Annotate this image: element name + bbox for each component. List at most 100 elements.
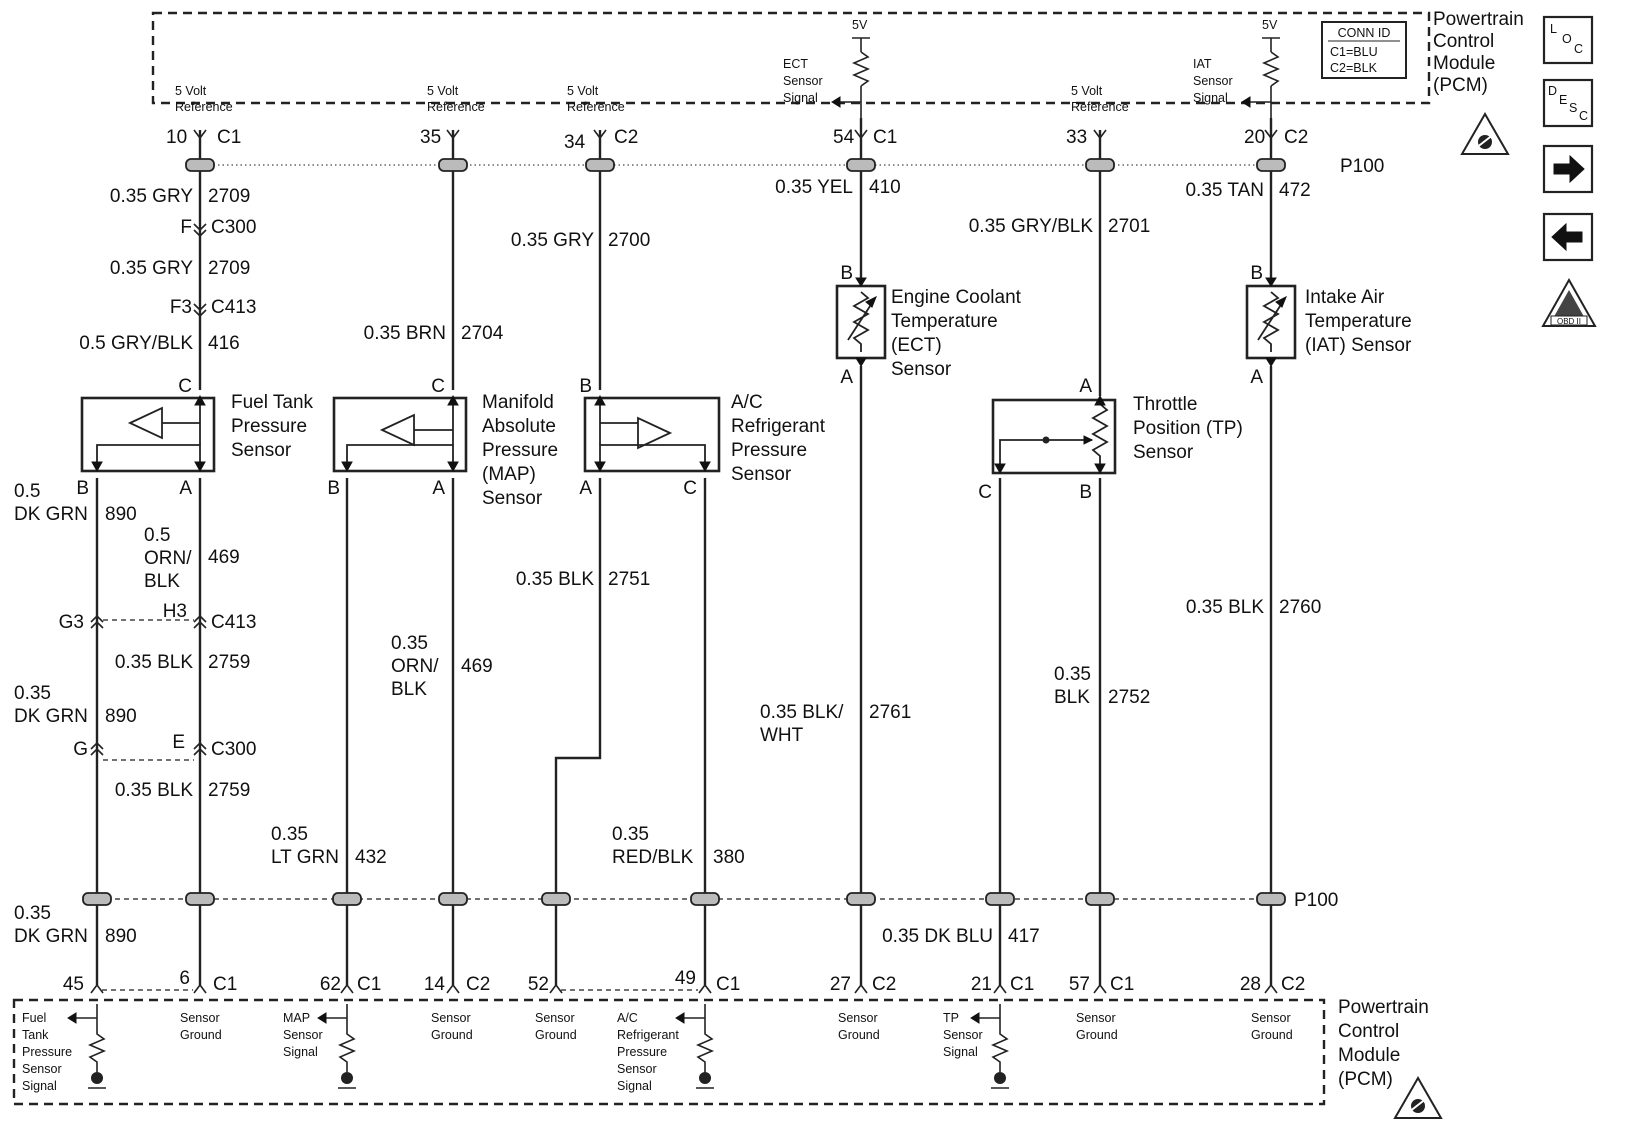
svg-text:C: C	[1574, 42, 1583, 56]
svg-text:C: C	[1579, 109, 1588, 123]
conn-c413-b: C413	[211, 612, 256, 633]
wire-circuit-7: 2701	[1108, 216, 1150, 237]
top-pin-34-conn: C2	[614, 127, 638, 148]
wire-circuit-19: 2760	[1279, 597, 1321, 618]
svg-text:L: L	[1550, 22, 1557, 36]
wire-color-14: 0.35 BLK	[516, 569, 594, 590]
wire-circuit-2: 2709	[208, 258, 250, 279]
wire-circuit-12: 890	[105, 706, 137, 727]
wire-color-19: 0.35 BLK	[1186, 597, 1264, 618]
conn-e: E	[172, 732, 185, 753]
bottom-pin-52: 52	[528, 974, 549, 995]
conn-id-title: CONN ID	[1338, 26, 1391, 40]
bottom-pin-62: 62	[320, 974, 341, 995]
prev-arrow-icon[interactable]	[1542, 212, 1594, 262]
wire-color-1: 0.35 GRY	[110, 186, 193, 207]
ac-pin-a: A	[579, 478, 592, 499]
wire-circuit-17: 380	[713, 847, 745, 868]
obd-icon[interactable]: OBD II	[1541, 277, 1597, 327]
iat-pin-a: A	[1250, 367, 1263, 388]
conn-g: G	[73, 739, 88, 760]
conn-f3: F3	[170, 297, 192, 318]
pin-receptacle	[446, 983, 460, 994]
pin-receptacle	[1093, 983, 1107, 994]
ac-pin-c: C	[683, 478, 697, 499]
wire-circuit-5: 2700	[608, 230, 650, 251]
loc-icon[interactable]: LOC	[1542, 15, 1594, 65]
map-pin-b: B	[327, 478, 340, 499]
wire-circuit-11: 2759	[208, 652, 250, 673]
pin-ticks	[90, 129, 1278, 994]
wire-labels: 0.35 GRY 2709 0.35 GRY 2709 0.5 GRY/BLK …	[14, 177, 1321, 947]
ac-pulldown	[675, 1004, 715, 1089]
bottom-pin-27-conn: C2	[872, 974, 896, 995]
iat-pullup	[1241, 37, 1281, 118]
fuel-tank-pulldown	[67, 1004, 107, 1089]
fuel-tank-pin-b: B	[76, 478, 89, 499]
svg-text:S: S	[1569, 101, 1577, 115]
bottom-pin-57: 57	[1069, 974, 1090, 995]
pin-receptacle	[193, 983, 207, 994]
wire-color-8: 0.35 TAN	[1185, 180, 1264, 201]
top-pin-34: 34	[564, 132, 586, 153]
wire-color-13: 0.35 BLK	[115, 780, 193, 801]
wire-color-4: 0.35 BRN	[364, 323, 446, 344]
bottom-pin-57-conn: C1	[1110, 974, 1134, 995]
top-pin-35: 35	[420, 127, 441, 148]
bottom-pin-28: 28	[1240, 974, 1261, 995]
esd-icon-top	[1460, 111, 1510, 155]
pin-receptacle	[593, 129, 607, 140]
wire-circuit-10: 469	[208, 547, 240, 568]
tp-pin-b: B	[1079, 482, 1092, 503]
wire-color-11: 0.35 BLK	[115, 652, 193, 673]
next-arrow-icon[interactable]	[1542, 144, 1594, 194]
pin-receptacle	[854, 129, 868, 140]
splice-p100-top: P100	[185, 156, 1384, 177]
pin-receptacle	[1264, 129, 1278, 140]
pin-receptacle	[1093, 129, 1107, 140]
wire-color-22: 0.35 DK BLU	[882, 926, 993, 947]
bottom-pin-45: 45	[63, 974, 84, 995]
top-pin-10: 10	[166, 127, 187, 148]
bottom-pin-21: 21	[971, 974, 992, 995]
bottom-pin-49-conn: C1	[716, 974, 740, 995]
top-pin-20: 20	[1244, 127, 1265, 148]
wire-circuit-4: 2704	[461, 323, 504, 344]
map-pulldown	[317, 1004, 357, 1089]
bottom-pin-6-conn: C1	[213, 974, 237, 995]
pcm-bottom-pins: 45 6 C1 62 C1 14 C2 52 49 C1 27 C2 21 C1…	[63, 968, 1305, 995]
obd-icon-label: OBD II	[1557, 317, 1581, 326]
wire-color-2: 0.35 GRY	[110, 258, 193, 279]
pin-receptacle	[549, 983, 563, 994]
wire-color-18: 0.35 BLK/WHT	[760, 702, 844, 746]
wire-circuit-13: 2759	[208, 780, 250, 801]
conn-c413-a: C413	[211, 297, 256, 318]
bottom-pin-62-conn: C1	[357, 974, 381, 995]
